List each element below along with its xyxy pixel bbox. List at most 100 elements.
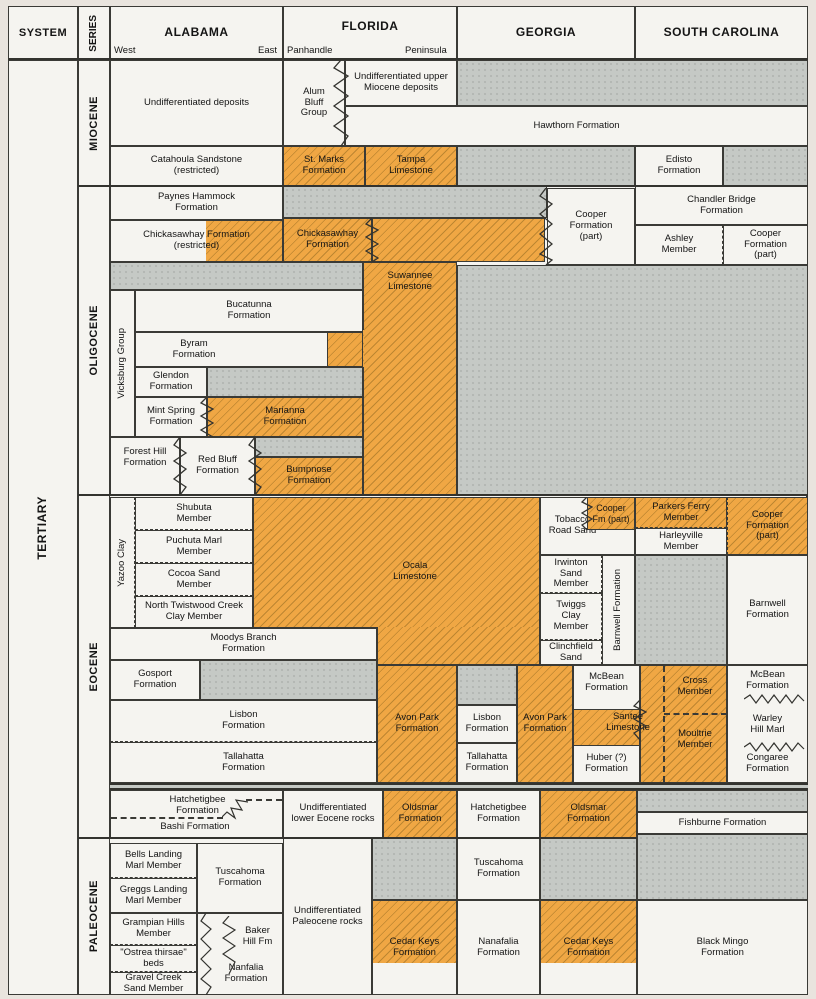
series-paleocene-cell: PALEOCENE <box>78 838 110 995</box>
eocene-label: EOCENE <box>87 641 100 692</box>
unit-label: Alum Bluff Group <box>300 85 328 119</box>
unit-label: Byram Formation <box>172 337 216 360</box>
zigzag-mint-spring-marianna <box>199 397 215 437</box>
ocala-block-lower <box>377 627 540 665</box>
hiatus-right-of-glendon <box>207 367 363 397</box>
unit-undiff-upper-miocene: Undifferentiated upper Miocene deposits <box>345 60 457 106</box>
unit-label: Hatchetigbee Formation <box>470 802 527 824</box>
unit-red-bluff: Red Bluff Formation <box>180 437 255 495</box>
unit-label: Red Bluff Formation <box>196 454 239 476</box>
unit-label: Bashi Formation <box>160 820 230 832</box>
georgia-header-label: GEORGIA <box>515 25 577 40</box>
vicksburg-group-label: Vicksburg Group <box>116 328 128 399</box>
unit-moodys-branch: Moodys Branch Formation <box>110 628 377 660</box>
hiatus-georgia-sc-oligocene <box>457 265 808 495</box>
miocene-label: MIOCENE <box>87 95 100 151</box>
florida-peninsula-label: Peninsula <box>405 45 447 56</box>
unit-label: Moultrie Member <box>677 728 713 750</box>
unit-chickasawhay-restricted: Chickasawhay Formation (restricted) <box>110 220 283 262</box>
unit-cooper-sc-eocene: Cooper Formation (part) <box>727 497 808 555</box>
unit-tallahatta-ga: Tallahatta Formation <box>457 743 517 783</box>
unit-grampian-hills: Grampian Hills Member <box>110 913 197 945</box>
florida-panhandle-label: Panhandle <box>287 45 333 56</box>
vicksburg-group-cell: Vicksburg Group <box>110 290 135 437</box>
unit-cooper-fm-small: Cooper Fm (part) <box>587 497 635 530</box>
oligocene-eocene-boundary <box>78 494 808 496</box>
unit-label: Cooper Formation (part) <box>744 227 787 261</box>
unit-label: Bells Landing Marl Member <box>124 848 183 871</box>
suwannee-byram-notch <box>327 332 363 367</box>
paleocene-label: PALEOCENE <box>87 880 100 953</box>
hiatus-below-fishburne <box>637 834 808 900</box>
unit-label: Clinchfield Sand <box>549 640 593 663</box>
unit-tuscahoma-al: Tuscahoma Formation <box>197 843 283 913</box>
unit-avon-park-fl: Avon Park Formation <box>377 665 457 783</box>
unit-st-marks-formation: St. Marks Formation <box>283 146 365 186</box>
unit-shubuta: Shubuta Member <box>135 497 253 530</box>
series-eocene-cell: EOCENE <box>78 495 110 838</box>
unit-cocoa-sand: Cocoa Sand Member <box>135 563 253 596</box>
unit-label: Grampian Hills Member <box>122 917 185 939</box>
south-carolina-header-label: SOUTH CAROLINA <box>663 25 780 40</box>
unit-label: Undifferentiated upper Miocene deposits <box>354 71 448 93</box>
unit-label: Warley Hill Marl <box>750 713 785 735</box>
unit-label: Cedar Keys Formation <box>563 935 614 958</box>
unit-label: Undifferentiated Paleocene rocks <box>292 904 363 927</box>
suwannee-upper-block <box>372 218 545 262</box>
cedar-keys-ga-orange <box>541 901 636 963</box>
unit-label: Twiggs Clay Member <box>553 599 589 632</box>
alabama-east-label: East <box>258 45 278 56</box>
unit-lisbon-al: Lisbon Formation <box>110 700 377 742</box>
unit-label: Tallahatta Formation <box>465 751 509 773</box>
unit-label: Catahoula Sandstone (restricted) <box>150 154 243 176</box>
hatchetigbee-bashi-dashed-right <box>246 799 282 801</box>
unit-fishburne: Fishburne Formation <box>637 812 808 834</box>
unit-label: Nanafalia Formation <box>477 935 520 958</box>
barnwell-rotated-label: Barnwell Formation <box>612 569 624 651</box>
hiatus-above-bumpnose <box>255 437 363 457</box>
yazoo-clay-label: Yazoo Clay <box>116 538 128 587</box>
unit-marianna: Marianna Formation <box>207 397 363 437</box>
unit-puchuta: Puchuta Marl Member <box>135 530 253 563</box>
unit-label: Baker Hill Fm <box>242 925 273 947</box>
unit-hatchetigbee-al: Hatchetigbee Formation <box>140 794 255 818</box>
unit-ashley-member: Ashley Member <box>635 225 723 265</box>
zigzag-tobacco-cooper-fm <box>581 497 593 530</box>
unit-congaree: Congaree Formation <box>730 750 805 778</box>
unit-label: Santee Limestone <box>606 710 650 733</box>
unit-lisbon-ga: Lisbon Formation <box>457 705 517 743</box>
unit-ostrea-thirsae: "Ostrea thirsae" beds <box>110 945 197 972</box>
unit-warley-hill: Warley Hill Marl <box>730 706 805 744</box>
unit-label: Oldsmar Formation <box>567 802 610 824</box>
unit-hawthorn-formation: Hawthorn Formation <box>345 106 808 146</box>
header-georgia: GEORGIA <box>457 6 635 60</box>
unit-label: Tuscahoma Formation <box>215 866 265 888</box>
unit-bells-landing: Bells Landing Marl Member <box>110 843 197 878</box>
sc-middle-eocene-box <box>727 665 808 783</box>
unit-harleyville: Harleyville Member <box>635 528 727 555</box>
unit-gravel-creek: Gravel Creek Sand Member <box>110 972 197 995</box>
unit-parkers-ferry: Parkers Ferry Member <box>635 497 727 528</box>
eocene-paleocene-boundary <box>78 837 637 839</box>
unit-label: Lisbon Formation <box>465 712 509 734</box>
unit-label: Hatchetigbee Formation <box>169 794 226 816</box>
unit-label: Huber (?) Formation <box>585 752 628 774</box>
unit-label: Gravel Creek Sand Member <box>123 971 184 994</box>
hiatus-right-of-gosport <box>200 660 377 700</box>
unit-cooper-formation-sc-upper: Cooper Formation (part) <box>723 225 808 265</box>
unit-gosport: Gosport Formation <box>110 660 200 700</box>
unit-baker-hill: Baker Hill Fm <box>235 916 280 958</box>
santee-cross-dashed-divider <box>663 666 665 782</box>
unit-suwannee-limestone: Suwannee Limestone <box>365 266 455 298</box>
unit-tallahatta-al: Tallahatta Formation <box>110 742 377 783</box>
squiggle-mcbean-warley <box>744 694 805 704</box>
unit-alum-bluff-group: Alum Bluff Group <box>283 60 345 146</box>
miocene-oligocene-boundary <box>78 185 808 187</box>
santee-main-block <box>640 665 727 783</box>
header-system: SYSTEM <box>8 6 78 60</box>
unit-label: North Twistwood Creek Clay Member <box>144 600 244 622</box>
unit-label: Paynes Hammock Formation <box>157 191 236 213</box>
unit-cedar-keys-fl: Cedar Keys Formation <box>372 900 457 995</box>
zigzag-alum-bluff-east-edge <box>332 60 350 146</box>
unit-edisto-formation: Edisto Formation <box>635 146 723 186</box>
